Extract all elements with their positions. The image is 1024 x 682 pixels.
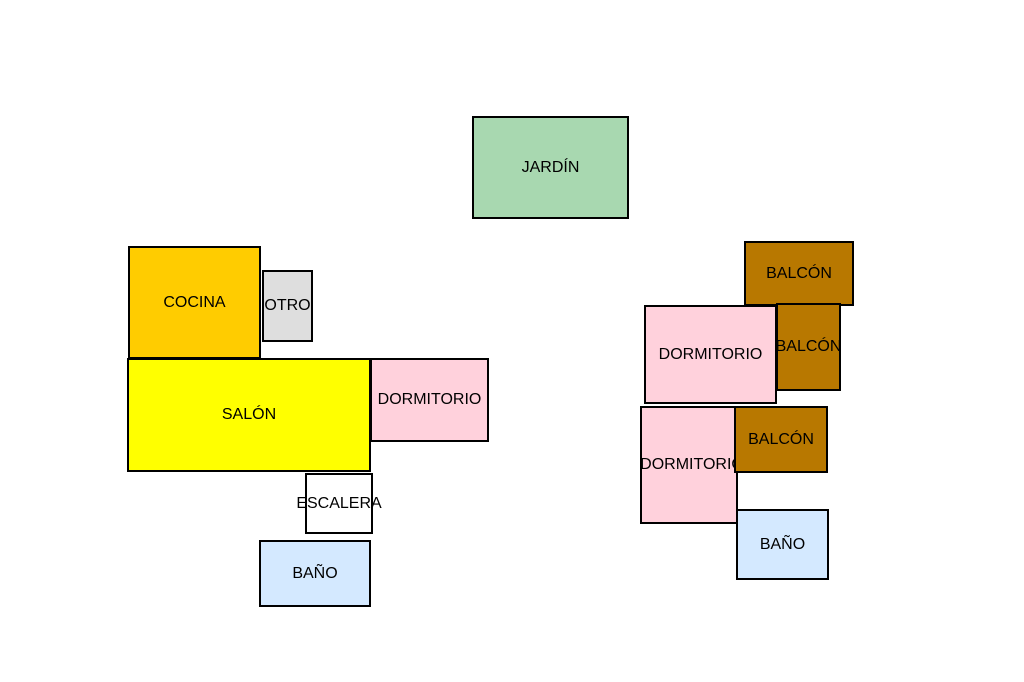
room-otro: OTRO xyxy=(262,270,313,342)
room-cocina: COCINA xyxy=(128,246,261,359)
room-label: BAÑO xyxy=(759,535,806,553)
room-label: DORMITORIO xyxy=(377,391,482,408)
room-label: DORMITORIO xyxy=(640,456,744,473)
room-label: ESCALERA xyxy=(296,494,382,512)
room-label: BAÑO xyxy=(292,564,338,582)
room-dormitorio: DORMITORIO xyxy=(640,406,744,524)
room-balcon: BALCÓN xyxy=(734,406,828,473)
room-label: BALCÓN xyxy=(748,430,814,448)
room-balcon: BALCÓN xyxy=(776,303,841,391)
room-bano: BAÑO xyxy=(736,509,829,580)
room-jardin: JARDÍN xyxy=(472,116,629,219)
room-label: JARDÍN xyxy=(521,158,580,176)
room-escalera: ESCALERA xyxy=(296,473,382,534)
room-label: BALCÓN xyxy=(766,264,832,282)
room-salon: SALÓN xyxy=(127,358,371,472)
room-label: COCINA xyxy=(163,293,226,311)
room-label: OTRO xyxy=(264,297,311,314)
room-label: SALÓN xyxy=(221,406,277,423)
room-bano: BAÑO xyxy=(259,540,371,607)
room-dormitorio: DORMITORIO xyxy=(644,305,777,404)
room-label: BALCÓN xyxy=(775,338,842,355)
room-balcon: BALCÓN xyxy=(744,241,854,306)
room-dormitorio: DORMITORIO xyxy=(370,358,489,442)
room-label: DORMITORIO xyxy=(658,345,763,363)
